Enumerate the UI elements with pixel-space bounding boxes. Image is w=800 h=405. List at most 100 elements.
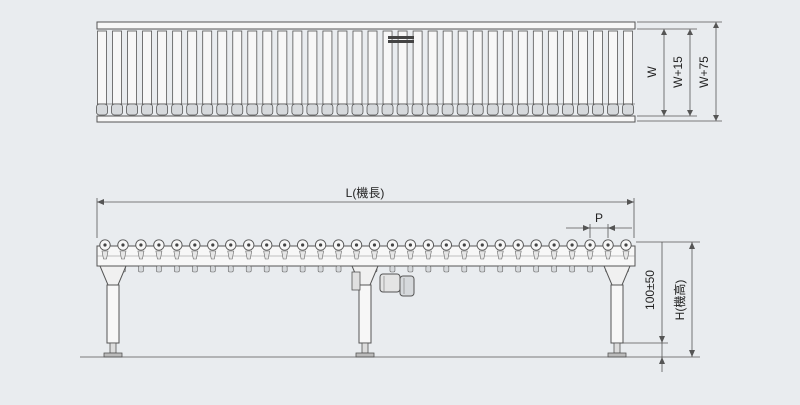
joint-block-a xyxy=(379,273,401,293)
leg-center xyxy=(351,265,379,358)
top-roller xyxy=(562,30,573,105)
dim-w75-arrow-top xyxy=(713,22,719,28)
top-roller xyxy=(322,30,333,105)
side-roller-bracket xyxy=(317,250,324,260)
side-roller-bracket xyxy=(460,250,468,260)
top-roller xyxy=(593,30,603,105)
top-roller-bearing xyxy=(276,103,289,116)
side-roller-axle xyxy=(570,243,574,247)
leg-right-adjuster xyxy=(613,342,621,354)
side-roller-bracket xyxy=(568,250,576,260)
top-roller-bearing xyxy=(592,103,604,116)
side-roller-stopper xyxy=(461,265,468,273)
side-roller-bracket xyxy=(155,250,163,260)
top-roller xyxy=(442,30,453,105)
top-roller xyxy=(517,30,528,105)
top-roller-bearing xyxy=(366,103,379,116)
leg-left-adjuster xyxy=(109,342,117,354)
top-roller-bearing xyxy=(441,103,454,116)
side-roller-axle xyxy=(480,243,484,247)
side-roller-bracket xyxy=(299,250,306,260)
top-roller xyxy=(127,30,137,105)
dim-w-arrow-bottom xyxy=(661,110,667,116)
side-roller-axle xyxy=(534,243,538,247)
top-roller xyxy=(487,30,498,105)
side-roller-axle xyxy=(175,243,179,247)
center-coupling xyxy=(388,36,414,43)
dim-pitch-arrow-right xyxy=(608,225,615,231)
side-roller-bracket xyxy=(101,250,109,260)
side-roller-bracket xyxy=(209,250,217,260)
top-roller xyxy=(262,30,273,105)
top-roller xyxy=(532,30,543,105)
top-rollers xyxy=(96,30,634,116)
side-roller-axle xyxy=(462,243,466,247)
top-roller-bearing xyxy=(141,103,153,116)
dim-pitch-label: P xyxy=(595,211,603,225)
center-joint xyxy=(351,271,415,297)
side-roller-axle xyxy=(498,243,502,247)
side-rollers xyxy=(99,239,632,273)
side-roller-axle xyxy=(408,243,413,247)
leg-right-foot xyxy=(607,352,627,358)
top-roller-bearing xyxy=(201,103,214,116)
top-frame-rail-lower xyxy=(96,115,636,123)
top-roller xyxy=(277,30,288,105)
side-roller-axle xyxy=(552,243,556,247)
top-roller-bearing xyxy=(321,103,334,116)
side-roller-bracket xyxy=(478,250,486,260)
top-roller xyxy=(472,30,483,105)
side-roller-axle xyxy=(265,243,269,247)
top-roller xyxy=(112,30,122,105)
top-roller xyxy=(547,30,558,105)
top-roller-bearing xyxy=(516,103,529,116)
side-roller-bracket xyxy=(245,250,253,260)
side-roller-stopper xyxy=(497,265,504,273)
top-roller-bearing xyxy=(607,103,619,116)
side-roller-bracket xyxy=(425,250,432,260)
side-roller-bracket xyxy=(353,250,360,260)
leg-right-post xyxy=(610,284,624,344)
top-roller-bearing xyxy=(561,103,574,116)
top-roller xyxy=(352,30,363,105)
side-roller-stopper xyxy=(299,265,306,273)
leg-left xyxy=(99,265,127,358)
dim-w-arrow-top xyxy=(661,29,667,35)
top-roller xyxy=(457,30,468,105)
top-roller-bearing xyxy=(306,103,319,116)
side-roller-bracket xyxy=(119,250,127,260)
side-roller-stopper xyxy=(587,265,593,273)
top-roller-bearing xyxy=(351,103,364,116)
side-roller-axle xyxy=(336,243,341,247)
top-roller xyxy=(157,30,168,105)
side-roller-stopper xyxy=(389,265,396,273)
side-roller-axle xyxy=(157,243,161,247)
top-roller xyxy=(578,30,588,105)
top-roller-bearing xyxy=(546,103,559,116)
top-frame-rail-upper xyxy=(96,21,636,30)
top-roller-bearing xyxy=(531,103,544,116)
side-roller-axle xyxy=(103,243,107,247)
top-roller xyxy=(367,30,378,105)
coupling-bar-upper xyxy=(388,36,414,39)
top-roller xyxy=(217,30,228,105)
side-roller-bracket xyxy=(389,250,396,260)
side-roller-bracket xyxy=(191,250,199,260)
side-roller-bracket xyxy=(227,250,235,260)
side-roller-stopper xyxy=(407,265,414,273)
top-roller-bearing xyxy=(396,103,409,116)
side-roller-axle xyxy=(516,243,520,247)
side-roller-bracket xyxy=(263,250,271,260)
top-roller xyxy=(247,30,258,105)
side-roller-axle xyxy=(444,243,448,247)
side-roller-bracket xyxy=(281,250,289,260)
top-roller-bearing xyxy=(486,103,499,116)
dim-pitch-arrow-left xyxy=(583,225,590,231)
dim-w15-arrow-top xyxy=(687,29,693,35)
side-roller-stopper xyxy=(551,265,557,273)
side-roller-axle xyxy=(211,243,215,247)
side-roller-stopper xyxy=(533,265,539,273)
top-roller xyxy=(187,30,198,105)
dim-height-arrow-top xyxy=(689,242,695,249)
